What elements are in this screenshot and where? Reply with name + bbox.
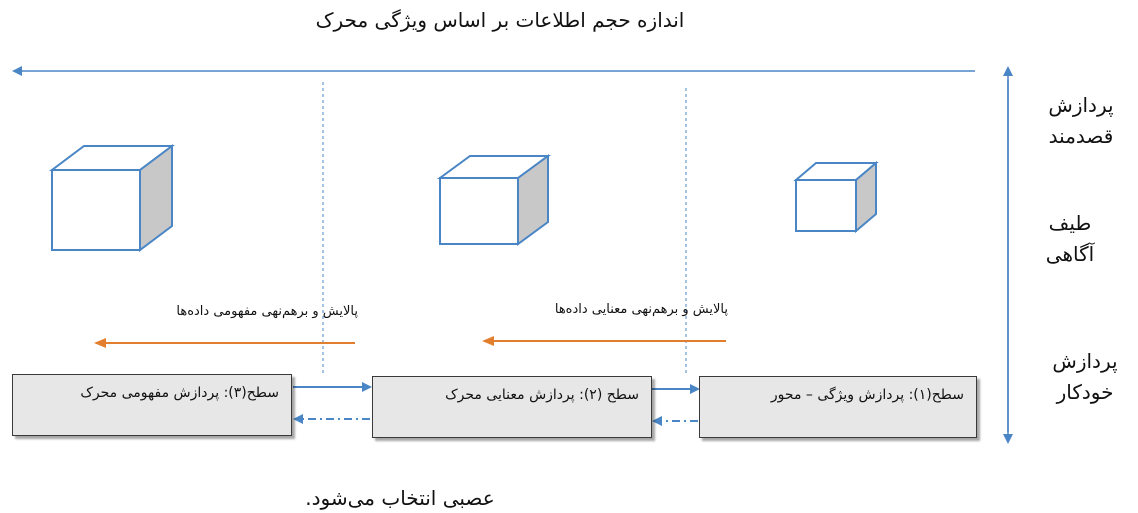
- label-intentional-processing-line2: قصدمند: [1048, 124, 1114, 148]
- cube-medium: [436, 154, 552, 246]
- cube-large: [49, 144, 175, 252]
- label-intentional-processing: پردازش قصدمند: [1036, 90, 1126, 152]
- caption-text: عصبی انتخاب می‌شود.: [305, 486, 495, 510]
- label-awareness-spectrum: طیف آگاهی: [1030, 208, 1110, 270]
- label-automatic-processing-line1: پردازش: [1052, 349, 1118, 373]
- label-awareness-spectrum-line1: طیف: [1048, 211, 1092, 235]
- level-3-label: سطح(۳): پردازش مفهومی محرک: [80, 385, 279, 401]
- level-1-box: سطح(۱): پردازش ویژگی – محور: [699, 376, 977, 438]
- cube-small: [793, 160, 879, 234]
- level-1-label: سطح(۱): پردازش ویژگی – محور: [770, 387, 964, 403]
- label-automatic-processing: پردازش خودکار: [1040, 346, 1130, 408]
- level-3-box: سطح(۳): پردازش مفهومی محرک: [12, 374, 292, 436]
- level-2-box: سطح (۲): پردازش معنایی محرک: [372, 376, 652, 438]
- level-2-label: سطح (۲): پردازش معنایی محرک: [445, 387, 639, 403]
- conceptual-flow-label: پالایش و برهم‌نهی مفهومی داده‌ها: [176, 304, 358, 319]
- semantic-flow-label: پالایش و برهم‌نهی معنایی داده‌ها: [554, 302, 728, 317]
- label-intentional-processing-line1: پردازش: [1048, 93, 1114, 117]
- label-automatic-processing-line2: خودکار: [1056, 380, 1114, 404]
- label-awareness-spectrum-line2: آگاهی: [1045, 242, 1095, 266]
- diagram-title: اندازه حجم اطلاعات بر اساس ویژگی محرک: [315, 8, 685, 32]
